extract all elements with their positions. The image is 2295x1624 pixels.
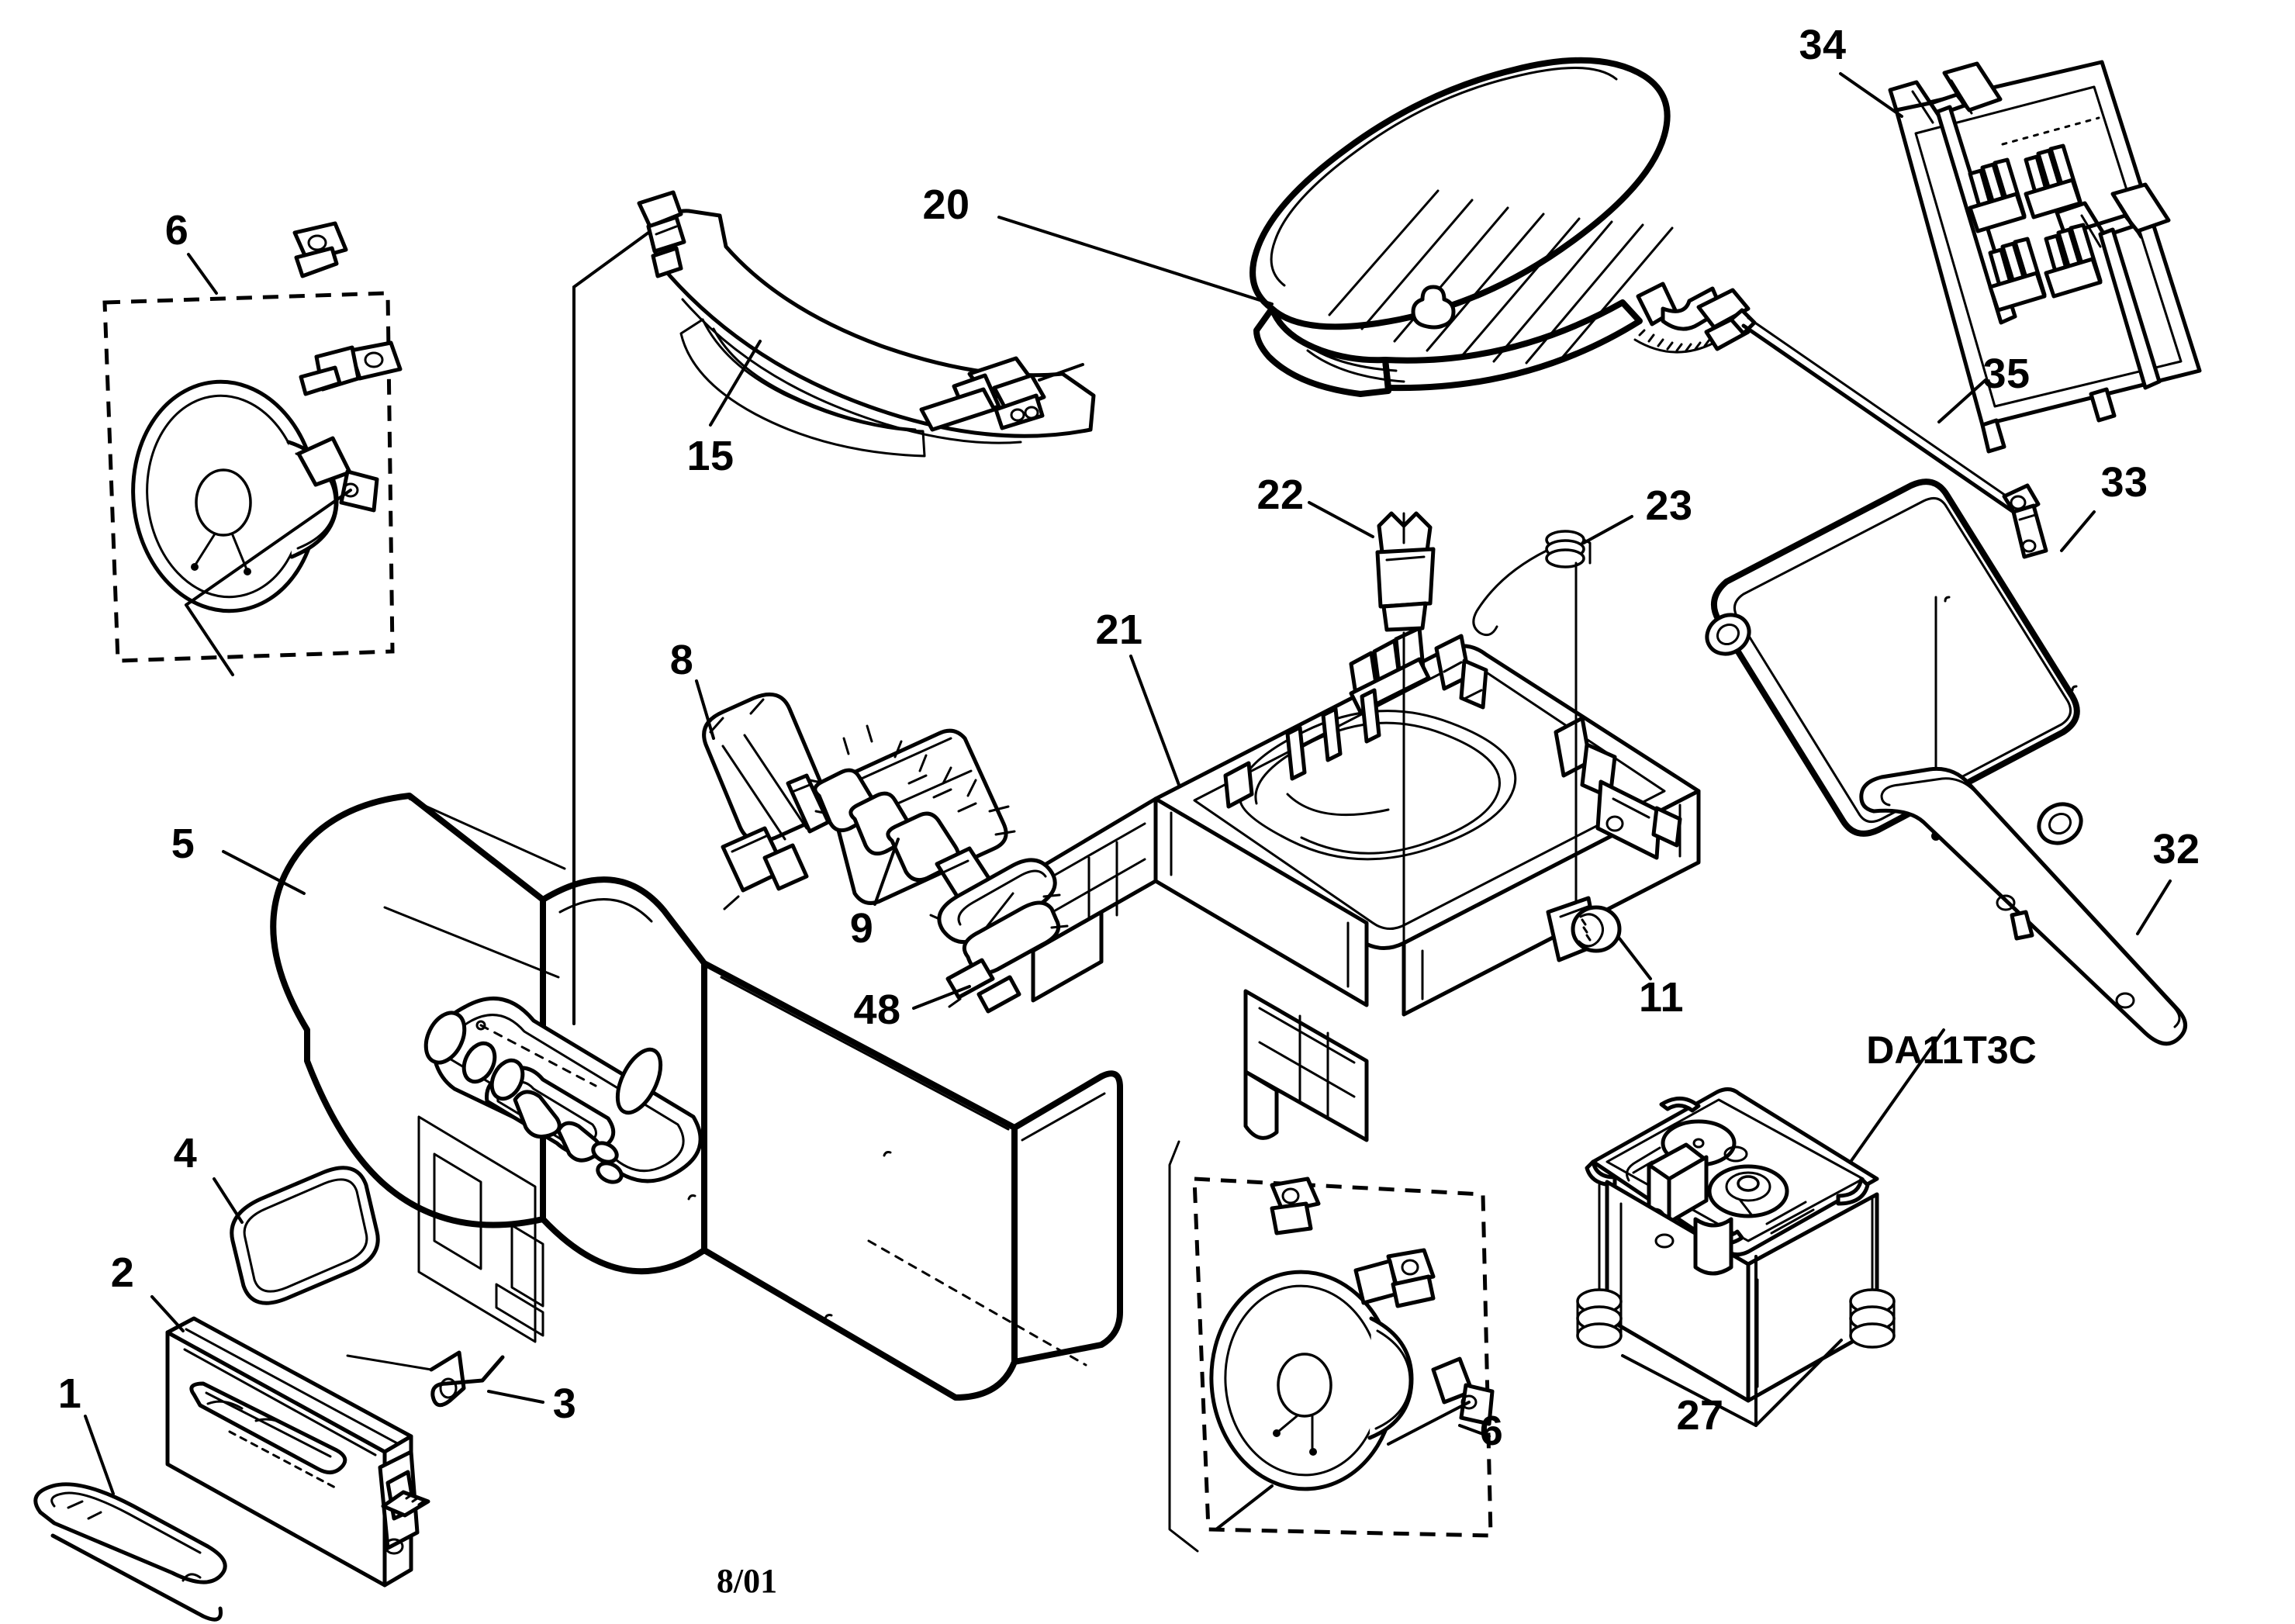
cd-traverse-mechanism	[1576, 1028, 1945, 1427]
callout-21: 21	[1095, 606, 1143, 653]
function-button-block	[695, 679, 833, 910]
coil-spring	[1472, 515, 1633, 910]
callout-5: 5	[171, 821, 195, 867]
volume-button	[912, 858, 1069, 1014]
right-speaker-assembly	[1168, 1140, 1495, 1553]
push-switch	[1308, 501, 1436, 1002]
callout-48: 48	[853, 986, 901, 1033]
telescopic-antenna	[1729, 308, 2048, 559]
callout-1: 1	[57, 1370, 82, 1417]
callout-4: 4	[173, 1130, 198, 1177]
cassette-lid-panel	[213, 1166, 380, 1305]
wire-spring	[346, 1350, 544, 1408]
callout-6-right: 6	[1479, 1408, 1504, 1454]
left-speaker-assembly	[102, 221, 403, 676]
operation-button-row	[813, 724, 1016, 923]
rear-trim-strip	[1859, 766, 2187, 1046]
door-handle-grip	[33, 1415, 227, 1622]
callout-15: 15	[686, 433, 734, 479]
cd-mechanism-holder	[1031, 626, 1701, 1142]
callout-2: 2	[110, 1249, 135, 1296]
front-handle-trim	[572, 190, 1096, 1025]
callout-23: 23	[1645, 482, 1693, 529]
callout-34: 34	[1799, 22, 1847, 68]
callout-22: 22	[1256, 472, 1305, 518]
callout-33: 33	[2100, 459, 2148, 506]
callout-35: 35	[1982, 351, 2031, 397]
callout-8: 8	[669, 637, 694, 683]
cd-lid	[997, 57, 1751, 397]
callout-27: 27	[1676, 1392, 1724, 1439]
battery-cover	[1839, 60, 2202, 454]
callout-32: 32	[2152, 826, 2200, 872]
cassette-door	[150, 1295, 430, 1588]
main-cabinet	[222, 793, 1123, 1401]
callout-20: 20	[922, 181, 970, 228]
callout-9: 9	[849, 905, 874, 952]
rotary-knob	[1546, 896, 1652, 980]
callout-6-left: 6	[164, 207, 189, 254]
page-mark: 8/01	[716, 1562, 778, 1600]
callout-3: 3	[552, 1380, 577, 1427]
part-code-label: DA11T3C	[1866, 1028, 2037, 1072]
callout-11: 11	[1638, 974, 1685, 1021]
